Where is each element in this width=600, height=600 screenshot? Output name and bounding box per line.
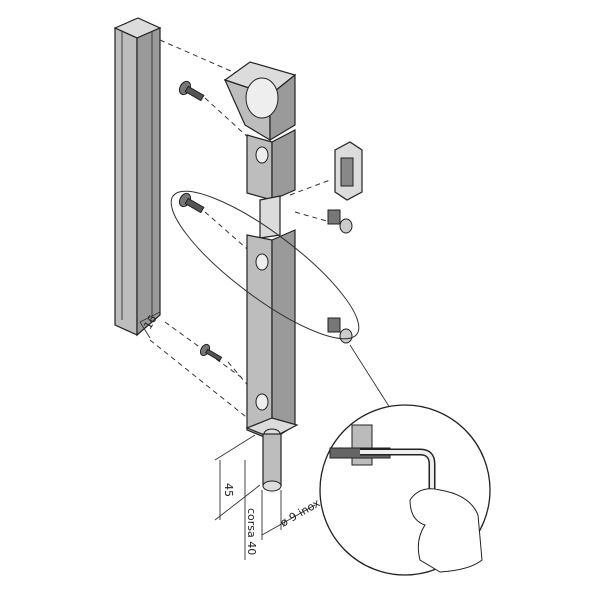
u-channel-profile: [113, 17, 162, 337]
dimension-pin-diameter: ø 9 inox: [278, 496, 323, 529]
screw-icon: [178, 192, 205, 214]
keeper-plate: [334, 141, 363, 201]
dimension-lines: [139, 311, 316, 560]
detail-circle: [319, 404, 491, 576]
dimension-stroke: corsa 40: [245, 508, 258, 555]
screw-hole-icon: [255, 393, 269, 411]
dimension-profile-width: 16: [141, 313, 159, 332]
bolt-head-block: [223, 61, 297, 142]
stainless-pin: [262, 433, 282, 492]
screw-hole-icon: [255, 253, 269, 271]
detail-highlight-ellipse: [170, 190, 360, 340]
keeper-bushing: [327, 209, 353, 234]
screw-hole-icon: [255, 146, 269, 164]
hand-icon: [409, 488, 483, 573]
bolt-body-lower: [245, 229, 299, 442]
keeper-bushing: [327, 317, 353, 344]
screw-icon: [199, 343, 223, 362]
detail-leader-line: [349, 344, 391, 409]
screw-icon: [178, 80, 205, 102]
dimension-pin-exposed: 45: [222, 483, 235, 497]
bolt-body-upper: [246, 129, 296, 239]
